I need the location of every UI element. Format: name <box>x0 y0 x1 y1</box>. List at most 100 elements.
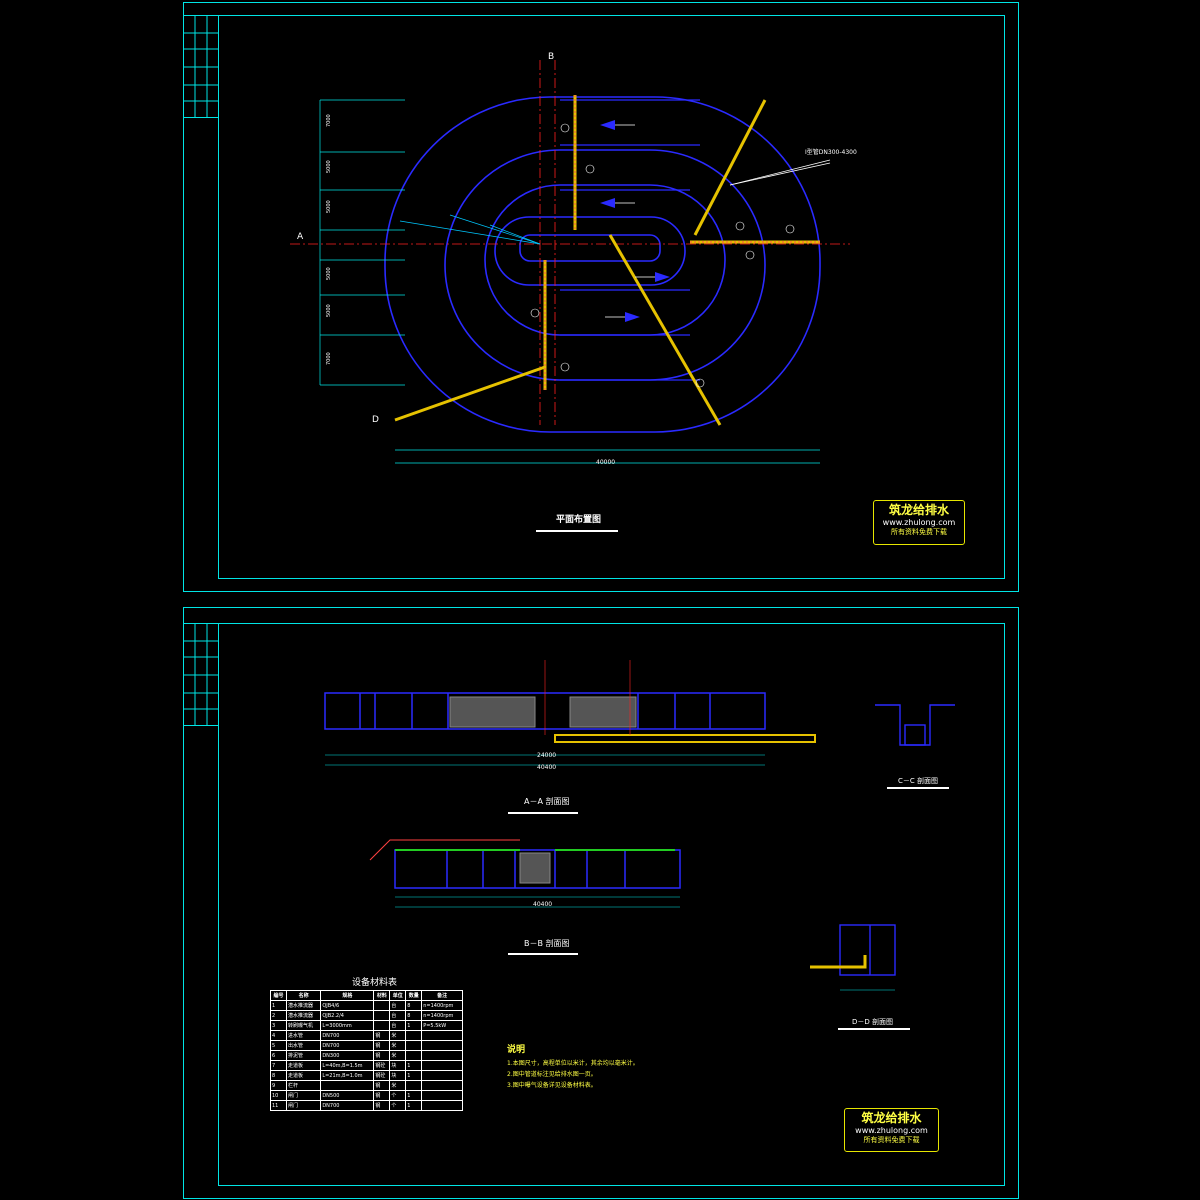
table-header: 备注 <box>421 990 463 1001</box>
table-cell: L=40m,B=1.5m <box>320 1060 375 1071</box>
inner-ring <box>484 184 726 336</box>
table-cell: DN500 <box>320 1090 375 1101</box>
center-channel <box>494 216 686 286</box>
table-cell: 出水管 <box>285 1040 322 1051</box>
top-sheet-frame <box>183 2 1019 592</box>
table-cell <box>421 1060 463 1071</box>
section-cc <box>875 704 955 746</box>
cc-title-underline <box>887 787 949 789</box>
note-line: 2.图中管道标注见给排水图一页。 <box>507 1071 597 1078</box>
svg-text:5000: 5000 <box>326 200 332 213</box>
table-cell: 进水管 <box>285 1030 322 1041</box>
cc-title: C－C 剖面图 <box>898 777 939 785</box>
table-cell <box>373 1000 391 1011</box>
table-cell: 8 <box>405 1000 423 1011</box>
bb-title-underline <box>508 953 578 955</box>
svg-text:7000: 7000 <box>326 352 332 365</box>
table-cell: 台 <box>389 1020 407 1031</box>
table-cell <box>405 1030 423 1041</box>
top-stamp: 筑龙给排水 www.zhulong.com 所有资料免费下载 <box>873 500 965 545</box>
table-cell: 潜水推流器 <box>285 1010 322 1021</box>
table-cell: 1 <box>270 1000 287 1011</box>
table-cell <box>421 1070 463 1081</box>
table-header: 数量 <box>405 990 423 1001</box>
dd-title: D－D 剖面图 <box>852 1018 894 1026</box>
svg-text:7000: 7000 <box>326 114 332 127</box>
table-cell: 钢砼 <box>373 1060 391 1071</box>
table-cell: 钢 <box>373 1090 391 1101</box>
stamp-name: 筑龙给排水 <box>861 1111 922 1125</box>
bottom-sheet-frame <box>183 607 1019 1199</box>
table-cell: L=3000mm <box>320 1020 375 1031</box>
section-dd <box>810 924 896 991</box>
table-cell: 1 <box>405 1100 423 1111</box>
table-cell: DN700 <box>320 1030 375 1041</box>
table-cell: 潜水推流器 <box>285 1000 322 1011</box>
table-cell: 米 <box>389 1050 407 1061</box>
table-cell <box>421 1100 463 1111</box>
notes-heading: 说明 <box>507 1045 526 1055</box>
table-cell: 钢 <box>373 1080 391 1091</box>
svg-text:5000: 5000 <box>326 160 332 173</box>
table-header: 名称 <box>285 990 322 1001</box>
table-header: 材料 <box>373 990 391 1001</box>
aa-sub-dim: 24000 <box>537 752 557 759</box>
table-cell: 1 <box>405 1060 423 1071</box>
table-cell: 8 <box>270 1070 287 1081</box>
table-cell <box>405 1080 423 1091</box>
section-mark-d: D <box>372 415 379 425</box>
table-cell <box>373 1010 391 1021</box>
table-cell: 11 <box>270 1100 287 1111</box>
table-cell: 钢砼 <box>373 1070 391 1081</box>
outer-ring <box>384 96 821 433</box>
dd-title-underline <box>838 1028 910 1030</box>
table-cell: 块 <box>389 1070 407 1081</box>
table-cell: 台 <box>389 1010 407 1021</box>
bottom-title-block <box>183 623 219 726</box>
table-cell: 米 <box>389 1040 407 1051</box>
bottom-stamp: 筑龙给排水 www.zhulong.com 所有资料免费下载 <box>844 1108 939 1152</box>
section-bb <box>369 839 681 908</box>
aa-title: A－A 剖面图 <box>524 797 570 806</box>
table-cell: P=5.5kW <box>421 1020 463 1031</box>
section-mark-a: A <box>297 232 304 242</box>
table-cell: 米 <box>389 1030 407 1041</box>
top-title-block <box>183 15 219 118</box>
table-cell: QJB2.2/4 <box>320 1010 375 1021</box>
table-cell: 1 <box>405 1090 423 1101</box>
table-header: 规格 <box>320 990 375 1001</box>
table-cell: 6 <box>270 1050 287 1061</box>
table-cell: 钢 <box>373 1040 391 1051</box>
material-table-title: 设备材料表 <box>352 978 398 988</box>
table-cell <box>373 1020 391 1031</box>
stamp-url: www.zhulong.com <box>855 1126 928 1135</box>
table-cell <box>421 1040 463 1051</box>
table-cell: 走道板 <box>285 1070 322 1081</box>
top-dim-total: 40000 <box>596 459 616 466</box>
bottom-sheet-inner-frame <box>218 623 1005 1186</box>
aa-title-underline <box>508 812 578 814</box>
table-cell: 钢 <box>373 1030 391 1041</box>
table-cell: L=21m,B=1.0m <box>320 1070 375 1081</box>
bb-title: B－B 剖面图 <box>524 939 570 948</box>
table-cell: n=1400rpm <box>421 1010 463 1021</box>
plan-title-underline <box>536 530 618 532</box>
table-header: 编号 <box>270 990 287 1001</box>
table-cell: 3 <box>270 1020 287 1031</box>
plan-title: 平面布置图 <box>556 515 602 525</box>
table-cell: 1 <box>405 1020 423 1031</box>
table-header-row: 编号 名称 规格 材料 单位 数量 备注 <box>270 990 463 1001</box>
table-cell: 块 <box>389 1060 407 1071</box>
bb-total-dim: 40400 <box>533 901 553 908</box>
section-mark-b: B <box>548 52 555 62</box>
table-cell: 9 <box>270 1080 287 1091</box>
